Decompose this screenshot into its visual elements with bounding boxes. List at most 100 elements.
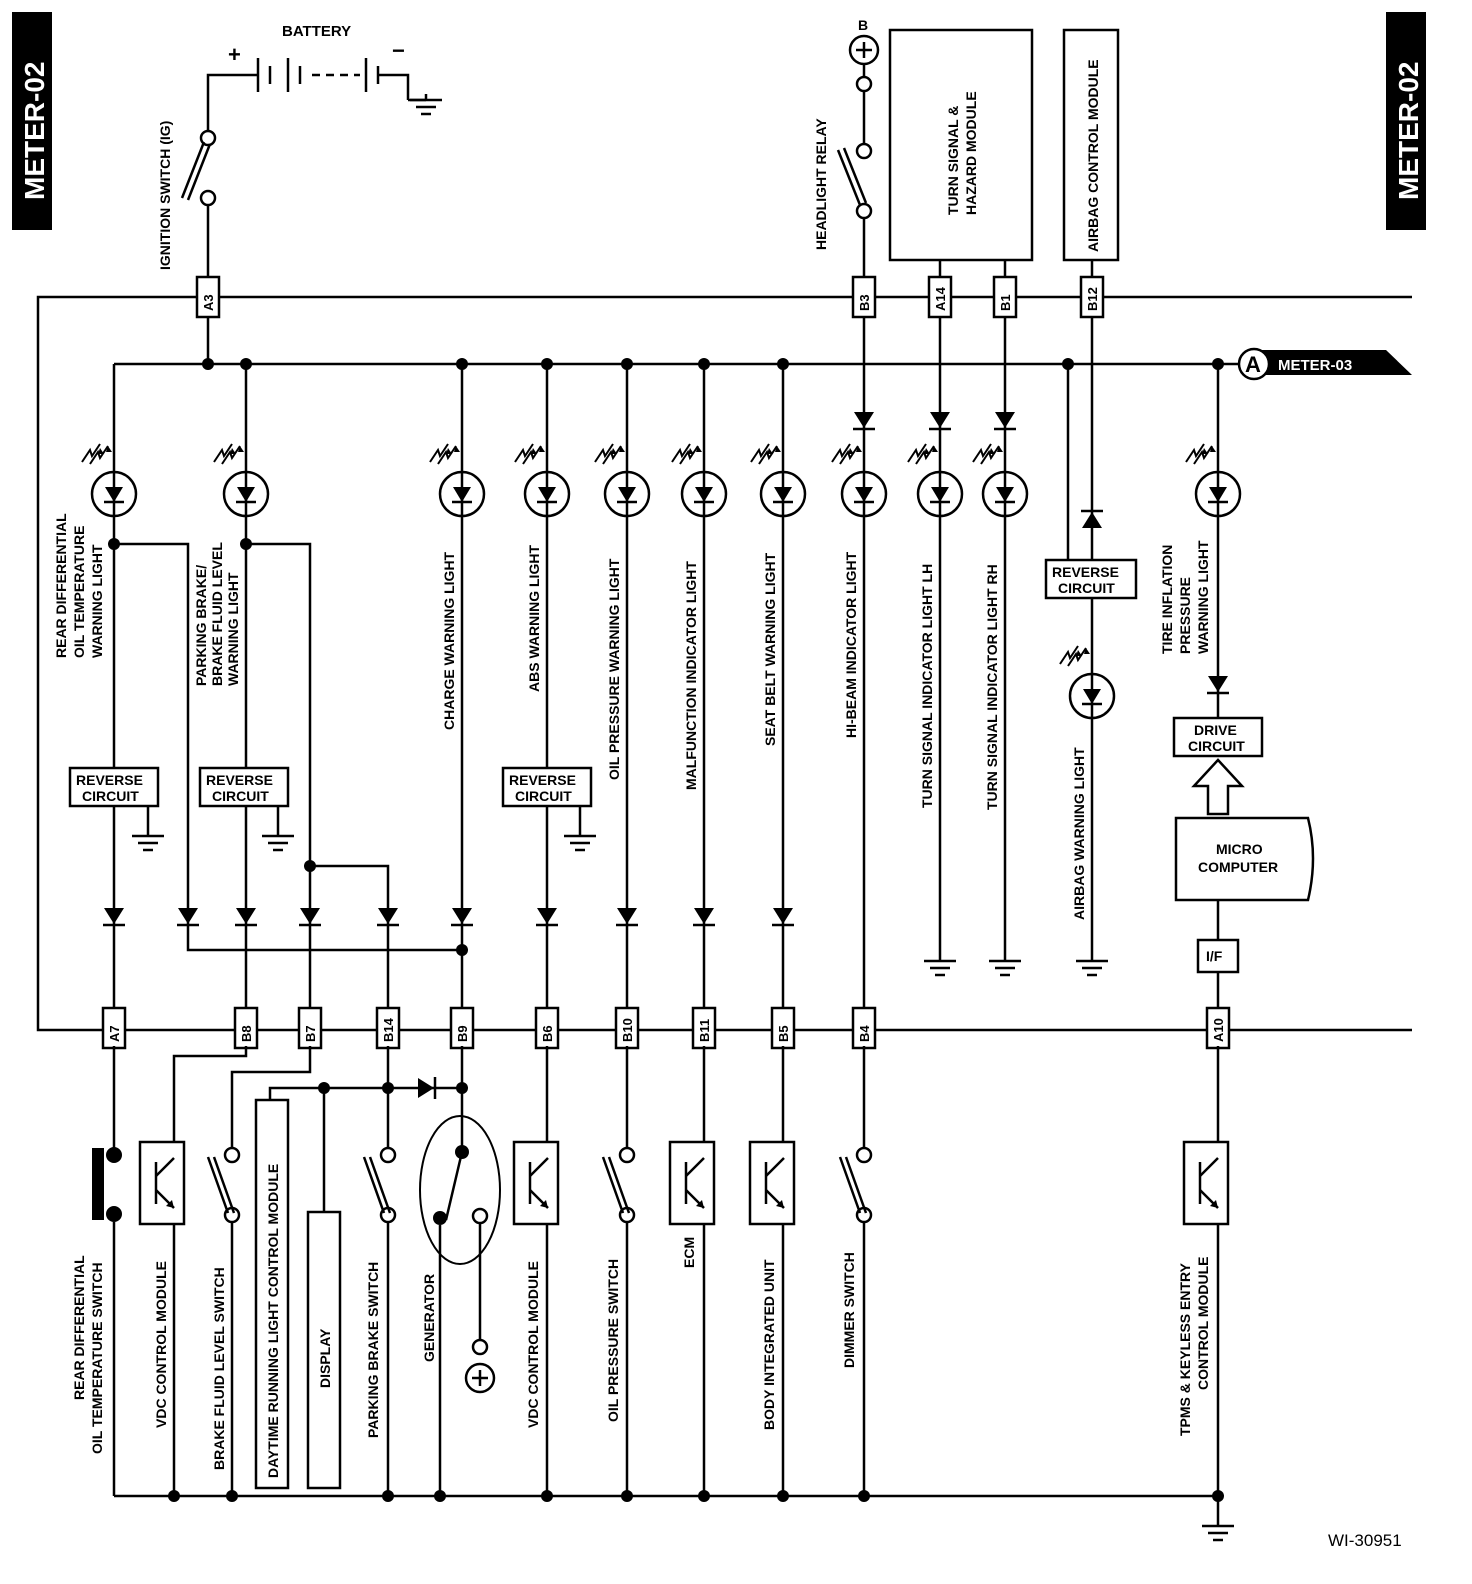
if-block: I/F [1196,938,1240,974]
label-malfunction: MALFUNCTION INDICATOR LIGHT [683,561,699,790]
page-tag-right: METER-02 [1393,62,1424,200]
biu-label: BODY INTEGRATED UNIT [761,1259,777,1430]
generator [419,1115,501,1496]
svg-text:A10: A10 [1211,1018,1226,1042]
turn-signal-hazard-module [888,28,1034,262]
pin-bottom-b10: B10 [614,1006,640,1050]
drl-label: DAYTIME RUNNING LIGHT CONTROL MODULE [265,1164,281,1478]
vdc-control-module-2 [512,1140,560,1226]
label-tire-3: WARNING LIGHT [1195,540,1211,654]
page-tag-right-bg [1386,12,1426,230]
label-parking-1: PARKING BRAKE/ [193,565,209,686]
led-turn-rh [971,442,1029,518]
led-malfunction [670,442,728,518]
svg-text:I/F: I/F [1206,948,1223,964]
connector-ref-meter-03: A METER-03 [1237,347,1412,381]
label-rear-diff-1: REAR DIFFERENTIAL [53,513,69,658]
label-parking-3: WARNING LIGHT [225,572,241,686]
pin-bottom-b4: B4 [851,1006,877,1050]
oil-pressure-switch [601,1146,636,1224]
rear-diff-switch-label-1: REAR DIFFERENTIAL [71,1255,87,1400]
svg-text:REVERSE: REVERSE [76,772,143,788]
pin-bottom-a10: A10 [1205,1006,1231,1050]
dimmer-switch-label: DIMMER SWITCH [841,1252,857,1368]
battery-symbol [206,58,444,135]
label-hibeam: HI-BEAM INDICATOR LIGHT [843,551,859,738]
b-supply-symbol [836,34,880,288]
led-turn-lh [906,442,964,518]
svg-text:CIRCUIT: CIRCUIT [1188,738,1245,754]
svg-text:B10: B10 [620,1018,635,1042]
label-abs: ABS WARNING LIGHT [526,545,542,692]
meter-outline [36,295,1412,1032]
svg-text:B7: B7 [303,1025,318,1042]
ignition-switch-label: IGNITION SWITCH (IG) [157,121,173,270]
battery-plus: + [228,42,241,67]
led-hibeam [830,442,888,518]
led-parking-brake [212,442,270,518]
diode-b9 [418,1077,437,1099]
reverse-circuit-airbag: REVERSE CIRCUIT [1044,558,1138,600]
pin-bottom-b11: B11 [691,1006,717,1050]
turn-signal-module-line1: TURN SIGNAL & [945,106,961,215]
svg-text:B9: B9 [455,1025,470,1042]
label-turn-lh: TURN SIGNAL INDICATOR LIGHT LH [919,564,935,808]
led-rear-diff [80,442,138,518]
drive-circuit: DRIVE CIRCUIT [1172,716,1264,816]
pin-bottom-a7: A7 [101,1006,127,1050]
label-tire-1: TIRE INFLATION [1159,545,1175,654]
svg-text:DRIVE: DRIVE [1194,722,1237,738]
parking-brake-switch-label: PARKING BRAKE SWITCH [365,1262,381,1438]
rear-diff-temp-switch [92,1046,122,1496]
pin-top-a14: A14 [927,275,953,319]
connector-ref-target: METER-03 [1278,357,1352,374]
pin-top-a3: A3 [195,275,221,319]
pin-bottom-b5: B5 [770,1006,796,1050]
svg-text:B6: B6 [540,1025,555,1042]
svg-text:REVERSE: REVERSE [509,772,576,788]
connector-ref-letter: A [1245,352,1261,377]
svg-text:CIRCUIT: CIRCUIT [212,788,269,804]
label-oil: OIL PRESSURE WARNING LIGHT [606,558,622,780]
label-turn-rh: TURN SIGNAL INDICATOR LIGHT RH [984,564,1000,810]
led-airbag [1058,644,1116,720]
battery-label: BATTERY [282,23,351,40]
pin-top-b3: B3 [851,275,877,319]
label-rear-diff-3: WARNING LIGHT [89,544,105,658]
ecm-label: ECM [681,1237,697,1268]
oil-pressure-switch-label: OIL PRESSURE SWITCH [605,1259,621,1422]
display-label: DISPLAY [317,1328,333,1388]
label-tire-2: PRESSURE [1177,577,1193,654]
led-tire [1184,442,1242,518]
generator-label: GENERATOR [421,1274,437,1362]
rear-diff-switch-label-2: OIL TEMPERATURE SWITCH [89,1262,105,1454]
pin-bottom-b9: B9 [449,1006,475,1050]
label-airbag: AIRBAG WARNING LIGHT [1071,747,1087,920]
pin-bottom-b6: B6 [534,1006,560,1050]
column-wires [108,297,1220,1030]
svg-text:A7: A7 [107,1025,122,1042]
figure-code: WI-30951 [1328,1531,1402,1550]
brake-fluid-level-switch [206,1146,241,1224]
svg-text:CIRCUIT: CIRCUIT [82,788,139,804]
tpms-label-1: TPMS & KEYLESS ENTRY [1177,1262,1193,1436]
ecm [668,1140,716,1226]
tpms-label-2: CONTROL MODULE [1195,1256,1211,1390]
diodes [101,410,1231,927]
body-integrated-unit [748,1140,796,1226]
svg-text:B5: B5 [776,1025,791,1042]
page-tag-left-bg [12,12,52,230]
label-seatbelt: SEAT BELT WARNING LIGHT [762,552,778,746]
svg-text:B4: B4 [857,1025,872,1042]
svg-text:B12: B12 [1085,287,1100,311]
display-block [306,1210,342,1490]
svg-text:COMPUTER: COMPUTER [1198,859,1278,875]
led-seatbelt [749,442,807,518]
led-oil [593,442,651,518]
svg-text:B8: B8 [239,1025,254,1042]
micro-computer: MICRO COMPUTER [1174,816,1315,902]
airbag-control-module-label: AIRBAG CONTROL MODULE [1085,59,1101,252]
reverse-circuit-3: REVERSE CIRCUIT [501,766,598,852]
